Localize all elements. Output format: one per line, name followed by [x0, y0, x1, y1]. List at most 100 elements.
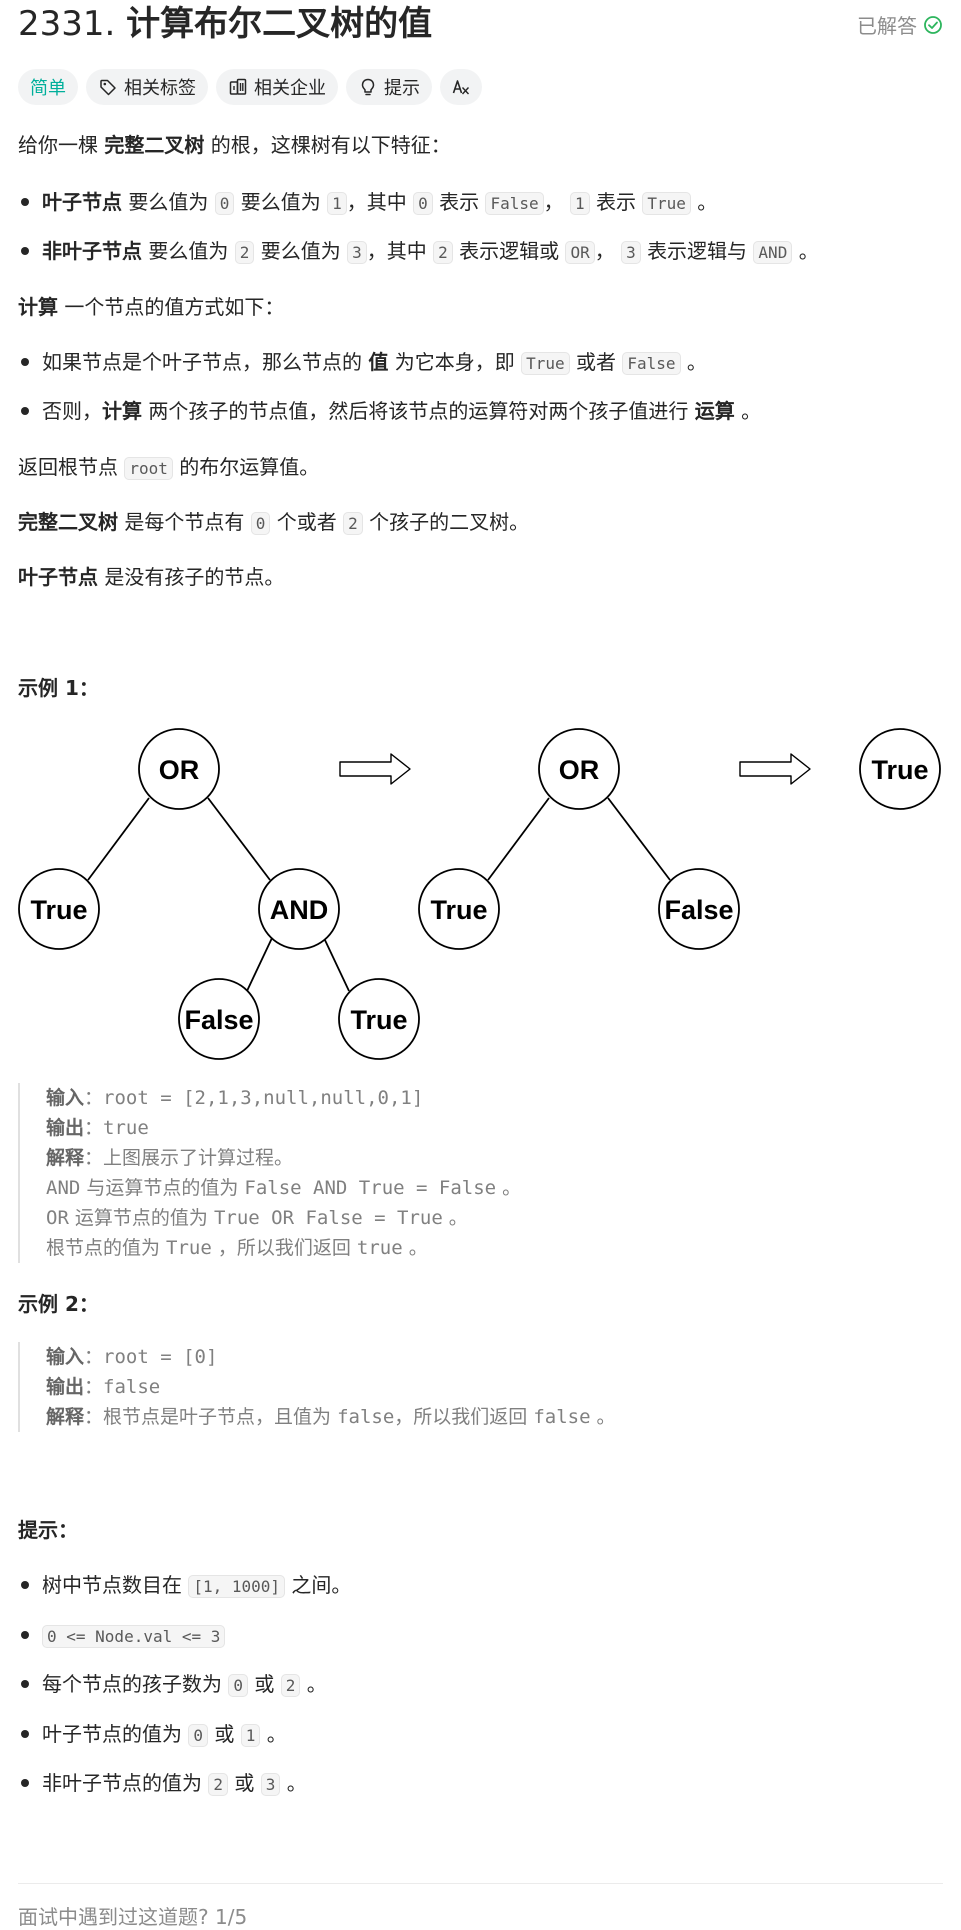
- text-span: ，所以我们返回: [394, 1406, 534, 1428]
- inline-code: 1: [327, 192, 347, 215]
- explain-label: 解释: [46, 1147, 85, 1169]
- difficulty-label: 简单: [30, 78, 66, 99]
- text-span: 每个节点的孩子数为: [42, 1672, 222, 1696]
- list-item-leaf: 叶子节点 要么值为 0 要么值为 1，其中 0 表示 False， 1 表示 T…: [18, 187, 717, 219]
- calc-heading-text: 计算 一个节点的值方式如下：: [18, 292, 284, 322]
- intro-text: 给你一棵 完整二叉树 的根，这棵树有以下特征：: [18, 130, 451, 160]
- bold-text: 非叶子节点: [42, 239, 142, 263]
- text-span: 。: [306, 1672, 327, 1696]
- tree-node-false: False: [658, 868, 740, 950]
- inline-code: True: [521, 352, 570, 375]
- inline-code: 0: [188, 1724, 208, 1747]
- inline-code: OR: [565, 241, 595, 264]
- output-label: 输出: [46, 1376, 85, 1398]
- text-span: 。: [496, 1177, 522, 1199]
- input-label: 输入: [46, 1087, 85, 1109]
- bold-text: 完整二叉树: [18, 510, 118, 534]
- tree-edge: [607, 797, 671, 881]
- inline-code: 2: [343, 512, 363, 535]
- bold-text: 运算: [694, 399, 735, 423]
- text-span: ，: [594, 239, 615, 263]
- bold-text: 计算: [18, 295, 58, 319]
- code-text: False AND True = False: [244, 1177, 497, 1199]
- code-text: AND: [46, 1177, 81, 1199]
- text-span: ：根节点是叶子节点，且值为: [84, 1406, 338, 1428]
- inline-code: AND: [753, 241, 793, 264]
- text-span: ，其中: [366, 239, 427, 263]
- problem-title: 2331. 计算布尔二叉树的值: [18, 2, 432, 46]
- bold-text: 完整二叉树: [104, 133, 205, 157]
- tree-edge: [207, 797, 271, 881]
- text-span: 或: [214, 1722, 235, 1746]
- leaf-def-text: 叶子节点 是没有孩子的节点。: [18, 562, 284, 592]
- text-span: ，: [543, 190, 564, 214]
- companies-button[interactable]: 相关企业: [216, 69, 338, 105]
- bold-text: 叶子节点: [18, 565, 98, 589]
- translate-button[interactable]: [440, 69, 482, 105]
- code-text: false: [337, 1406, 395, 1428]
- text-span: 是每个节点有: [124, 510, 245, 534]
- companies-label: 相关企业: [254, 78, 326, 99]
- tree-node-and: AND: [258, 868, 340, 950]
- tree-node-true: True: [18, 868, 100, 950]
- text-span: ，所以我们返回: [211, 1237, 357, 1259]
- svg-text:True: True: [30, 895, 87, 925]
- svg-text:OR: OR: [559, 755, 600, 785]
- inline-code: root: [124, 457, 173, 480]
- inline-code: [1, 1000]: [188, 1575, 286, 1598]
- tree-node-or: OR: [138, 728, 220, 810]
- solved-label: 已解答: [857, 14, 917, 38]
- interview-prompt[interactable]: 面试中遇到过这道题? 1/5: [18, 1901, 247, 1930]
- code-text: false: [533, 1406, 591, 1428]
- text-span: 如果节点是个叶子节点，那么节点的: [42, 350, 362, 374]
- full-tree-text: 完整二叉树 是每个节点有 0 个或者 2 个孩子的二叉树。: [18, 507, 529, 539]
- text-span: 表示: [439, 190, 480, 214]
- inline-code: 2: [208, 1773, 228, 1796]
- text-span: 。: [686, 350, 707, 374]
- text-span: 。: [442, 1207, 468, 1229]
- constraint-item: 非叶子节点的值为 2 或 3 。: [18, 1768, 307, 1800]
- problem-name: 计算布尔二叉树的值: [126, 4, 433, 44]
- svg-text:True: True: [871, 755, 928, 785]
- return-text: 返回根节点 root 的布尔运算值。: [18, 452, 319, 484]
- text-span: 是没有孩子的节点。: [104, 565, 285, 589]
- tree-node-true: True: [338, 978, 420, 1060]
- text-span: 的根，这棵树有以下特征：: [210, 133, 451, 157]
- svg-text:True: True: [430, 895, 487, 925]
- bold-text: 计算: [102, 399, 142, 423]
- text-span: 之间。: [291, 1573, 352, 1597]
- problem-number: 2331.: [18, 4, 116, 44]
- hint-button[interactable]: 提示: [346, 69, 432, 105]
- inline-code: False: [485, 192, 544, 215]
- topics-button[interactable]: 相关标签: [86, 69, 208, 105]
- input-value: ：root = [2,1,3,null,null,0,1]: [84, 1087, 424, 1109]
- topics-label: 相关标签: [124, 78, 196, 99]
- output-label: 输出: [46, 1117, 85, 1139]
- list-item-nonleaf: 非叶子节点 要么值为 2 要么值为 3，其中 2 表示逻辑或 OR， 3 表示逻…: [18, 236, 819, 268]
- example-2-title: 示例 2：: [18, 1292, 99, 1316]
- inline-code: 1: [569, 192, 590, 215]
- inline-code: 0: [250, 512, 271, 535]
- output-value: ：true: [84, 1117, 149, 1139]
- difficulty-badge[interactable]: 简单: [18, 69, 78, 105]
- text-span: 。: [286, 1771, 307, 1795]
- input-label: 输入: [46, 1346, 85, 1368]
- text-span: 非叶子节点的值为: [42, 1771, 202, 1795]
- constraint-item: 0 <= Node.val <= 3: [18, 1620, 226, 1652]
- bold-text: 值: [368, 350, 389, 374]
- text-span: 或: [254, 1672, 275, 1696]
- inline-code: 2: [433, 241, 453, 264]
- check-circle-icon: [924, 15, 942, 34]
- list-item-rule2: 否则，计算 两个孩子的节点值，然后将该节点的运算符对两个孩子值进行 运算 。: [18, 396, 761, 426]
- text-span: 。: [697, 190, 718, 214]
- text-span: 个或者: [276, 510, 337, 534]
- text-span: 返回根节点: [18, 455, 118, 479]
- example-1-title: 示例 1：: [18, 676, 99, 700]
- text-span: 给你一棵: [18, 133, 98, 157]
- tree-edge: [246, 937, 273, 992]
- explain-label: 解释: [46, 1406, 85, 1428]
- tree-node-result: True: [859, 728, 941, 810]
- tree-edge: [87, 797, 150, 881]
- solved-status: 已解答: [857, 10, 943, 39]
- divider: [18, 1883, 943, 1884]
